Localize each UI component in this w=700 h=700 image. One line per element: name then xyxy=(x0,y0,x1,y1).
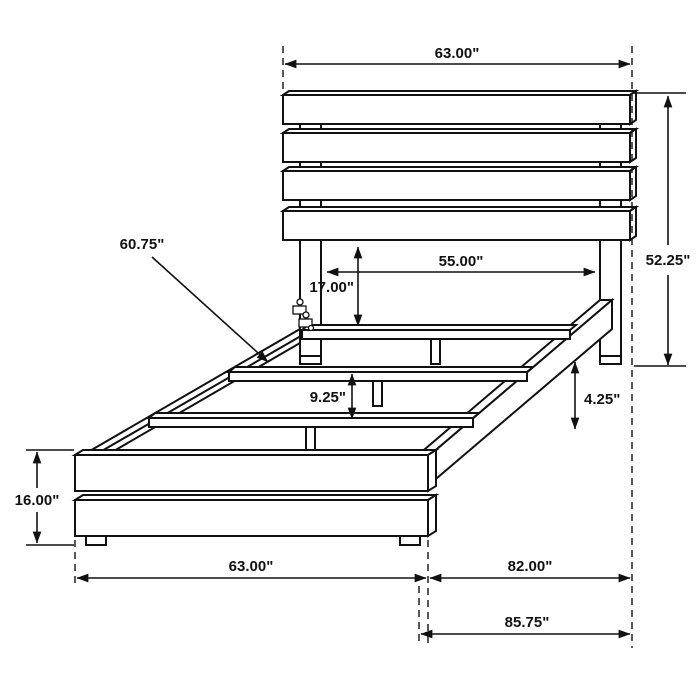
headboard-plank-4 xyxy=(282,210,631,241)
headboard-plank-1 xyxy=(282,94,631,125)
dim-headboard-height: 52.25" xyxy=(646,252,691,269)
dimension-lines xyxy=(26,59,686,639)
bolt-icon xyxy=(296,298,304,306)
footboard-plank-2 xyxy=(74,499,429,537)
dim-slat-clearance: 9.25" xyxy=(310,389,346,406)
dim-rail-length: 60.75" xyxy=(120,236,165,253)
footboard-foot-left xyxy=(85,535,107,546)
headboard xyxy=(279,89,640,365)
dim-footboard-width: 63.00" xyxy=(229,558,274,575)
side-rail-left xyxy=(87,328,314,467)
slat-1 xyxy=(301,329,571,340)
dim-frame-length: 82.00" xyxy=(508,558,553,575)
dim-overall-length: 85.75" xyxy=(505,614,550,631)
slat-2-leg xyxy=(372,380,383,407)
dim-headboard-width: 63.00" xyxy=(435,45,480,62)
dim-footboard-height: 16.00" xyxy=(15,492,60,509)
footboard-foot-right xyxy=(399,535,421,546)
slat-1-leg xyxy=(430,338,441,365)
slat-3 xyxy=(148,417,474,428)
rail-bracket-hardware xyxy=(292,298,315,332)
slats xyxy=(146,324,579,453)
headboard-plank-3 xyxy=(282,170,631,201)
dim-rail-board-width: 4.25" xyxy=(584,391,620,408)
footboard-plank-1 xyxy=(74,454,429,492)
dim-headboard-leg-drop: 17.00" xyxy=(309,279,354,296)
bolt-icon xyxy=(307,324,315,332)
dim-inner-width: 55.00" xyxy=(439,253,484,270)
footboard xyxy=(71,448,440,546)
dimension-labels: 63.00" 52.25" 55.00" 17.00" 60.75" 9.25"… xyxy=(15,45,691,631)
headboard-plank-2 xyxy=(282,132,631,163)
bolt-icon xyxy=(302,311,310,319)
slat-2 xyxy=(228,371,528,382)
slat-3-leg xyxy=(305,426,316,453)
